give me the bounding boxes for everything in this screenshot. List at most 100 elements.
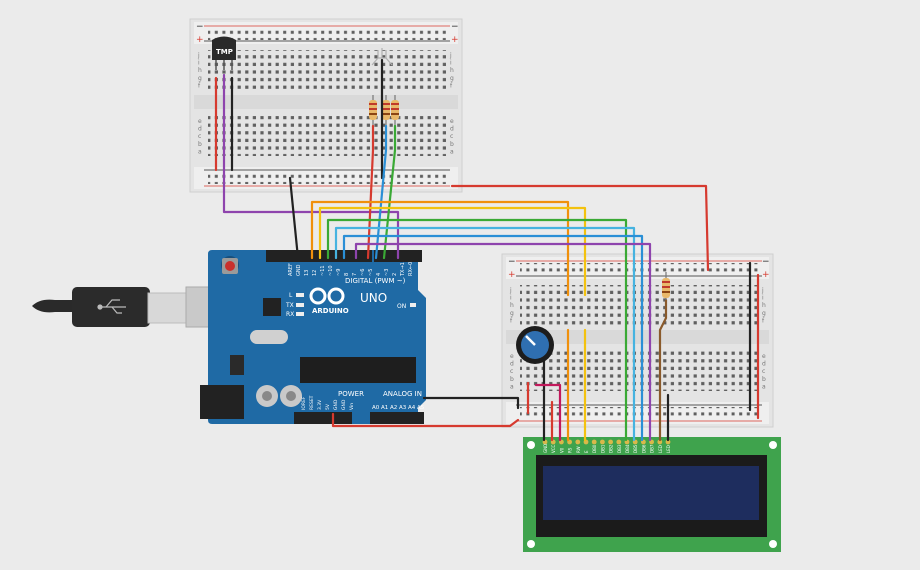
top-rail-minus-right: − (451, 22, 459, 32)
lcd-pin[interactable] (665, 439, 671, 445)
digital-pwm-label: DIGITAL (PWM ~) (345, 277, 406, 285)
arduino-logo-text: ARDUINO (312, 307, 349, 315)
wire-black-gnd-arduino[interactable] (288, 176, 300, 260)
analog-pin-label: A1 (381, 405, 388, 411)
lcd-pin-label: DB1 (600, 444, 605, 453)
row-letter: c (510, 368, 513, 375)
row-letter: g (510, 310, 514, 317)
led-l-label: L (289, 292, 293, 299)
potentiometer[interactable] (516, 326, 554, 364)
rgb-led[interactable] (371, 48, 393, 66)
lcd-pin-label: DB3 (617, 444, 622, 453)
right-rail-minus-left: − (508, 257, 516, 267)
power-pin-label: IOREF (301, 396, 307, 410)
row-letter: a (450, 148, 454, 155)
digital-pin-label: TX→1 (400, 262, 406, 277)
digital-pin-label: 2 (392, 273, 398, 276)
arduino-model-label: UNO (360, 291, 387, 305)
lcd-pin-label: GND (543, 444, 548, 453)
row-letter: a (198, 148, 202, 155)
analog-pin-label: A0 (372, 405, 380, 411)
wire-green-led[interactable] (382, 124, 397, 260)
lcd-pin[interactable] (575, 439, 581, 445)
wire-yellow-e[interactable] (318, 206, 587, 297)
row-letter: e (198, 118, 202, 125)
resistor-backlight[interactable] (662, 272, 670, 300)
wire-red-5v-link[interactable] (450, 184, 710, 272)
arduino-uno-board[interactable] (200, 250, 426, 424)
row-letter: c (450, 133, 453, 140)
digital-pin-label: 8 (344, 273, 350, 276)
digital-pin-label: AREF (288, 263, 294, 276)
wire-orange-rs[interactable] (310, 200, 570, 297)
breadboard-right[interactable] (501, 253, 774, 428)
wire-red-led[interactable] (366, 124, 375, 260)
lcd-16x2-display[interactable] (523, 437, 781, 552)
digital-pin-label: ~9 (336, 269, 342, 276)
row-letter: g (198, 75, 202, 82)
led-rx-label: RX (286, 311, 294, 318)
lcd-pin[interactable] (657, 439, 663, 445)
row-letter: f (198, 82, 201, 89)
row-letter: h (450, 67, 454, 74)
digital-pin-label: GND (296, 264, 302, 276)
wire-lightblue-db5[interactable] (334, 226, 636, 442)
breadboard-top[interactable] (189, 18, 463, 193)
resistor-2[interactable] (382, 95, 390, 126)
wire-black-gnd-right[interactable] (422, 396, 520, 410)
row-letter: c (198, 133, 201, 140)
power-pin-label: 5V (325, 403, 331, 410)
digital-pin-label: ~6 (360, 269, 366, 276)
lcd-pin[interactable] (591, 439, 597, 445)
row-letter: j (509, 287, 512, 294)
row-letter: h (762, 302, 766, 309)
wire-blue-led[interactable] (374, 124, 388, 260)
row-letter: b (450, 141, 454, 148)
lcd-pin-label: LED (658, 445, 663, 453)
wire-green-db4[interactable] (326, 218, 628, 442)
right-rail-plus-left: + (508, 270, 516, 280)
digital-pin-label: ~11 (320, 265, 326, 276)
power-pin-label: GND (341, 399, 347, 410)
row-letter: d (450, 126, 454, 133)
lcd-pin[interactable] (600, 439, 605, 445)
top-rail-plus-left: + (196, 35, 204, 45)
lcd-pin-label: DB4 (625, 444, 630, 453)
power-pin-label: 3.3V (317, 399, 323, 410)
row-letter: j (197, 52, 200, 59)
resistor-3[interactable] (391, 95, 399, 126)
wire-magenta-v0[interactable] (534, 383, 562, 442)
usb-icon (97, 299, 126, 314)
digital-pin-label: ~5 (368, 269, 374, 276)
row-letter: e (762, 353, 766, 360)
lcd-pin-label: VCC (551, 444, 556, 453)
power-label: POWER (338, 390, 364, 398)
wire-brown-backlight[interactable] (658, 298, 668, 442)
led-tx-label: TX (285, 302, 294, 309)
row-letter: b (510, 376, 514, 383)
lcd-pin[interactable] (608, 439, 613, 445)
temperature-sensor[interactable] (212, 36, 236, 71)
arduino-infinity-logo (309, 287, 345, 305)
wire-red-5v[interactable] (331, 412, 520, 428)
row-letter: f (510, 317, 513, 324)
row-letter: d (198, 126, 202, 133)
lcd-pin-label: DB6 (641, 444, 646, 453)
wire-blue-db6[interactable] (342, 234, 644, 442)
lcd-pin[interactable] (616, 439, 622, 445)
power-pin-label: RESET (309, 395, 315, 410)
row-letter: g (762, 310, 766, 317)
wire-purple-db7[interactable] (354, 242, 652, 442)
lcd-pin-label: RS (568, 447, 573, 453)
row-letter: j (761, 287, 764, 294)
resistor-1[interactable] (369, 95, 377, 126)
row-letter: d (762, 361, 766, 368)
row-letter: h (198, 67, 202, 74)
row-letter: b (198, 141, 202, 148)
row-letter: i (450, 60, 452, 67)
